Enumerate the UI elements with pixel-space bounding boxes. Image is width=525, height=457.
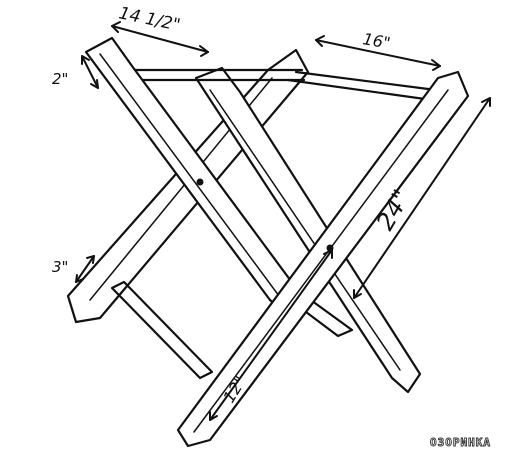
dimension-arrows [75,21,491,421]
watermark: ОЗОРИНКА [430,436,491,449]
pivot-bolt-left [196,178,204,186]
dimension-label-thickness: 2" [52,70,68,88]
front-right-leg [176,70,470,448]
dimension-label-back-width: 16" [361,29,392,53]
dimension-label-width-leg: 3" [52,258,68,276]
back-right-leg [194,66,422,394]
